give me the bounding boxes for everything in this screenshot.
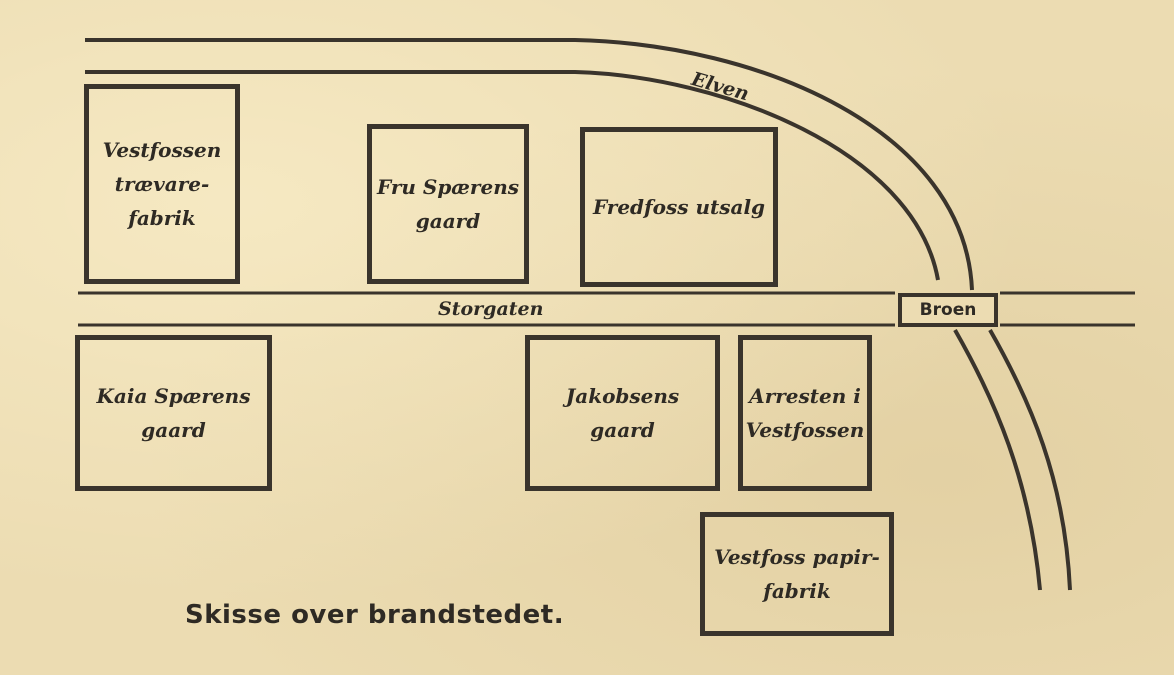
building-label: Fru Spærens gaard <box>376 175 519 233</box>
river-bank-left-south <box>953 329 1042 591</box>
building-vestfossen-travarefabrik: Vestfossen trævare- fabrik <box>84 84 240 284</box>
building-label: Vestfoss papir- fabrik <box>714 545 880 603</box>
river-bank-outer <box>85 38 974 291</box>
building-kaia-spaerens-gaard: Kaia Spærens gaard <box>75 335 272 491</box>
building-label: Fredfoss utsalg <box>592 195 766 219</box>
bridge-label: Broen <box>898 293 998 327</box>
street-label: Storgaten <box>438 298 544 320</box>
river-bank-right-south <box>988 329 1072 591</box>
building-label: Vestfossen trævare- fabrik <box>102 138 222 230</box>
building-fru-spaerens-gaard: Fru Spærens gaard <box>367 124 529 284</box>
building-label: Jakobsens gaard <box>565 384 680 442</box>
building-label: Arresten i Vestfossen <box>745 384 865 442</box>
building-arresten-i-vestfossen: Arresten i Vestfossen <box>738 335 872 491</box>
building-label: Kaia Spærens gaard <box>96 384 251 442</box>
building-vestfoss-papirfabrik: Vestfoss papir- fabrik <box>700 512 894 636</box>
building-jakobsens-gaard: Jakobsens gaard <box>525 335 720 491</box>
building-fredfoss-utsalg: Fredfoss utsalg <box>580 127 778 287</box>
river-bank-inner <box>85 70 940 281</box>
map-caption: Skisse over brandstedet. <box>185 600 565 630</box>
